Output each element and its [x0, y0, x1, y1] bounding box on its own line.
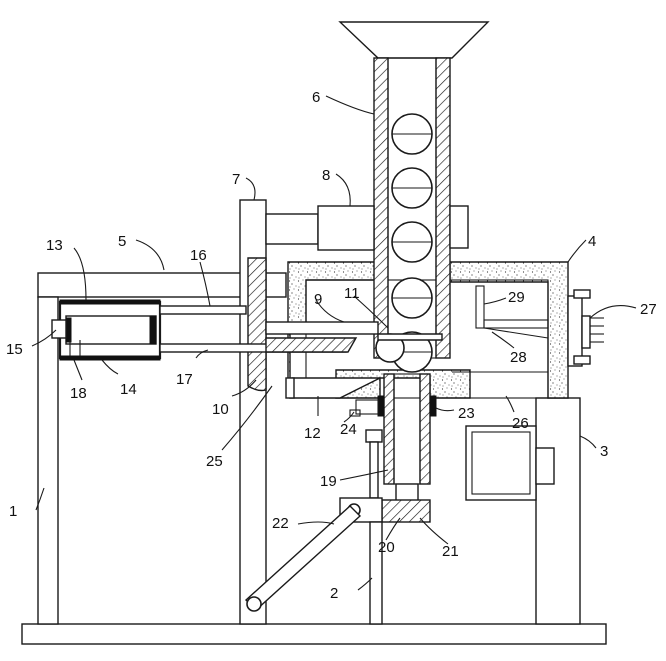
feed-hopper	[338, 21, 490, 359]
label-1: 1	[9, 503, 17, 520]
label-9: 9	[314, 291, 322, 308]
label-20: 20	[378, 539, 395, 556]
label-13: 13	[46, 237, 63, 254]
label-5: 5	[118, 233, 126, 250]
lever-block	[339, 497, 431, 625]
label-24: 24	[340, 421, 357, 438]
link-arm	[244, 505, 362, 612]
label-28: 28	[510, 349, 527, 366]
label-21: 21	[442, 543, 459, 560]
label-16: 16	[190, 247, 207, 264]
part-labels: 1 2 3 4 5 6 7 8 9 10 11 12 13 14 15 16 1…	[6, 89, 657, 602]
label-12: 12	[304, 425, 321, 442]
label-29: 29	[508, 289, 525, 306]
label-4: 4	[588, 233, 596, 250]
label-7: 7	[232, 171, 240, 188]
right-frame	[535, 397, 581, 625]
label-6: 6	[312, 89, 320, 106]
leader-lines	[31, 95, 637, 591]
lower-chute	[285, 377, 381, 399]
label-2: 2	[330, 585, 338, 602]
motor-assembly	[265, 205, 469, 251]
collection-box	[465, 425, 555, 501]
label-3: 3	[600, 443, 608, 460]
balls-in-tube	[375, 113, 433, 373]
label-18: 18	[70, 385, 87, 402]
internal-bracket	[452, 285, 549, 373]
label-11: 11	[344, 285, 360, 302]
push-rod	[265, 321, 443, 353]
cylinder-assembly	[51, 299, 347, 361]
label-8: 8	[322, 167, 330, 184]
label-17: 17	[176, 371, 193, 388]
label-27: 27	[640, 301, 657, 318]
label-26: 26	[512, 415, 529, 432]
side-fan	[567, 289, 604, 367]
label-10: 10	[212, 401, 229, 418]
label-15: 15	[6, 341, 23, 358]
label-25: 25	[206, 453, 223, 470]
plunger	[349, 373, 437, 503]
label-22: 22	[272, 515, 289, 532]
base-plate	[21, 623, 607, 645]
label-23: 23	[458, 405, 475, 422]
label-19: 19	[320, 473, 337, 490]
label-14: 14	[120, 381, 137, 398]
